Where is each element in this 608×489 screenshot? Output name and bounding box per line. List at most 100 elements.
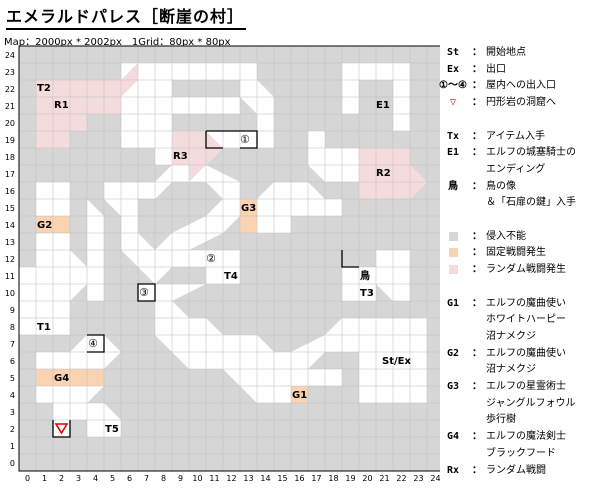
x-tick-label: 21 (379, 474, 389, 483)
entrance-3: ③ (139, 286, 149, 299)
y-tick-label: 20 (5, 119, 15, 128)
y-tick-label: 7 (10, 340, 15, 349)
x-tick-label: 18 (328, 474, 338, 483)
legend-text: 開始地点 (486, 47, 526, 58)
legend-text: 鳥の像 (486, 180, 516, 192)
x-tick-label: 17 (311, 474, 321, 483)
legend-colon: ： (472, 464, 482, 476)
legend-text: アイテム入手 (486, 130, 545, 142)
legend-colon: ： (472, 130, 482, 142)
legend-text: 円形岩の洞窟へ (486, 97, 556, 109)
y-tick-label: 10 (5, 289, 15, 298)
legend-text: ランダム戦闘発生 (486, 264, 566, 276)
x-tick-label: 5 (110, 474, 115, 483)
label-t2: T2 (37, 83, 51, 94)
x-tick-label: 19 (345, 474, 355, 483)
label-r1: R1 (54, 100, 69, 111)
x-tick-label: 7 (144, 474, 149, 483)
legend-symbol: G4 (446, 431, 460, 443)
entrance-1: ① (240, 133, 250, 146)
label-t5: T5 (105, 424, 119, 435)
legend-colon: ： (472, 97, 482, 109)
y-tick-label: 11 (5, 272, 15, 281)
x-tick-label: 12 (226, 474, 236, 483)
x-tick-label: 15 (277, 474, 287, 483)
legend-text: 屋内への出入口 (486, 80, 556, 92)
label-r2: R2 (376, 168, 391, 179)
legend-swatch (449, 231, 458, 241)
legend-text: 沼ナメクジ (486, 330, 536, 342)
legend-swatch (449, 265, 458, 275)
entrance-4: ④ (88, 337, 98, 350)
y-tick-label: 14 (5, 221, 15, 230)
legend-colon: ： (472, 80, 482, 92)
legend-colon: ： (472, 381, 482, 392)
x-tick-label: 4 (93, 474, 98, 483)
legend-text: 侵入不能 (486, 230, 526, 242)
x-tick-label: 20 (362, 474, 372, 483)
legend-text: エルフの魔曲使い (486, 297, 566, 309)
label-g2: G2 (37, 220, 52, 231)
entrance-2: ② (206, 252, 216, 265)
legend-text: 沼ナメクジ (486, 364, 536, 376)
legend-text: エルフの城塞騎士の (486, 147, 576, 159)
legend-text: エルフの星霊術士 (486, 381, 566, 392)
legend-symbol: Rx (446, 464, 460, 476)
y-tick-label: 0 (10, 459, 15, 468)
x-tick-label: 0 (25, 474, 30, 483)
y-tick-label: 24 (5, 51, 15, 60)
y-tick-label: 21 (5, 102, 15, 111)
y-tick-label: 22 (5, 85, 15, 94)
label-t1: T1 (37, 322, 51, 333)
legend-text: 固定戦闘発生 (486, 247, 546, 259)
x-tick-label: 13 (243, 474, 253, 483)
walls (52, 130, 359, 438)
legend-text: エルフの魔曲使い (486, 347, 566, 359)
map-border (18, 45, 440, 472)
x-tick-label: 6 (127, 474, 132, 483)
legend-colon: ： (472, 180, 482, 192)
legend-text: ブラックフード (486, 447, 556, 459)
legend-colon: ： (472, 297, 482, 309)
dungeon-map: 0123456789101112131415161718192021222324… (5, 45, 440, 483)
legend-colon: ： (472, 264, 482, 276)
y-tick-label: 15 (5, 204, 15, 213)
x-tick-label: 22 (396, 474, 406, 483)
legend-symbol: G2 (446, 347, 460, 359)
y-tick-label: 1 (10, 442, 15, 451)
x-tick-label: 3 (76, 474, 81, 483)
y-tick-label: 8 (10, 323, 15, 332)
legend-colon: ： (472, 147, 482, 159)
x-tick-label: 8 (161, 474, 166, 483)
y-tick-label: 2 (10, 425, 15, 434)
y-tick-label: 16 (5, 187, 15, 196)
label-g4: G4 (54, 373, 69, 384)
x-tick-label: 9 (178, 474, 183, 483)
legend-symbol: E1 (446, 147, 460, 159)
legend-text: 歩行樹 (486, 414, 516, 426)
legend-text: ランダム戦闘 (486, 464, 546, 476)
x-tick-label: 23 (413, 474, 423, 483)
grid-lines (19, 46, 440, 471)
legend-text: ＆「石扉の鍵」入手 (486, 197, 576, 209)
label-t3: T3 (360, 288, 374, 299)
legend-symbol: Ex (446, 63, 460, 75)
legend-symbol: Tx (446, 130, 460, 142)
legend-symbol: St (446, 47, 460, 58)
x-tick-label: 14 (260, 474, 270, 483)
legend-symbol: 鳥 (448, 180, 458, 192)
x-tick-label: 2 (59, 474, 64, 483)
y-tick-label: 4 (10, 391, 15, 400)
y-tick-label: 3 (10, 408, 15, 417)
label-r3: R3 (173, 151, 188, 162)
label-g1: G1 (292, 390, 307, 401)
legend-colon: ： (472, 431, 482, 443)
page-title: エメラルドパレス［断崖の村］ (6, 3, 247, 30)
legend-colon: ： (472, 230, 482, 242)
y-tick-label: 13 (5, 238, 15, 247)
label-g3: G3 (241, 203, 256, 214)
y-tick-label: 23 (5, 68, 15, 77)
y-tick-label: 19 (5, 136, 15, 145)
